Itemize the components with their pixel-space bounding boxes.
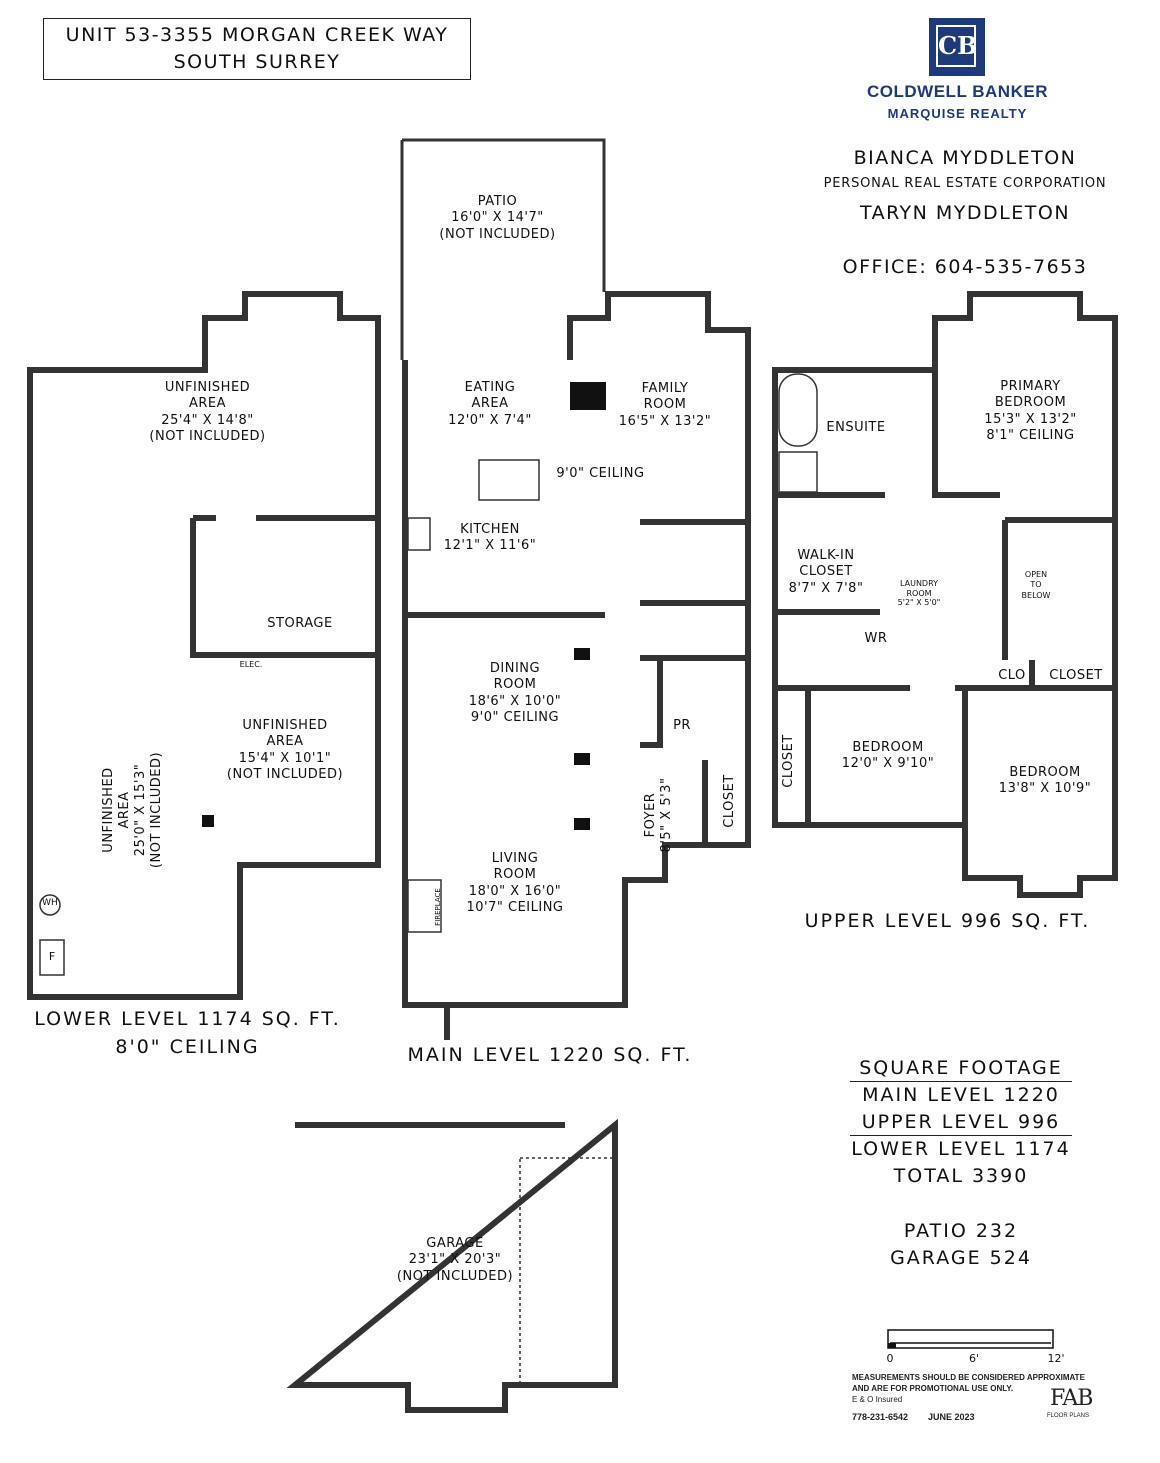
shower-icon (778, 451, 818, 493)
primary-bedroom-label: PRIMARY BEDROOM 15'3" X 13'2" 8'1" CEILI… (984, 379, 1077, 443)
elec-label: ELEC. (239, 660, 263, 669)
sqft-upper: UPPER LEVEL 996 (861, 1111, 1061, 1133)
scale-bar-start-mark (888, 1343, 896, 1348)
bedroom-2-label: BEDROOM 13'8" X 10'9" (998, 765, 1092, 797)
sqft-lower: LOWER LEVEL 1174 (851, 1138, 1071, 1160)
sqft-main: MAIN LEVEL 1220 (862, 1084, 1060, 1106)
logo-letters: CB (936, 25, 977, 67)
stove-icon (407, 517, 431, 551)
upper-dividers (775, 318, 1115, 825)
water-heater (39, 894, 61, 916)
brand-subname: MARQUISE REALTY (887, 106, 1028, 121)
upper-level-title: UPPER LEVEL 996 SQ. FT. (804, 910, 1091, 932)
foyer-closet-label: CLOSET (722, 774, 737, 828)
column-1 (574, 648, 590, 660)
furnace-box (39, 939, 65, 976)
lower-level-walls (27, 291, 381, 1000)
patio-outline (400, 138, 606, 360)
walk-in-closet-label: WALK-IN CLOSET 8'7" X 7'8" (788, 548, 864, 596)
brand-name: COLDWELL BANKER (867, 82, 1048, 101)
lower-unfinished-mid-label: UNFINISHED AREA 15'4" X 10'1" (NOT INCLU… (226, 718, 344, 782)
sqft-divider-1 (850, 1081, 1072, 1082)
closet-label: CLOSET (1049, 668, 1103, 683)
column-2 (574, 753, 590, 765)
agent-1-name: BIANCA MYDDLETON (853, 147, 1077, 169)
bedroom-1-label: BEDROOM 12'0" X 9'10" (841, 740, 935, 772)
sqft-patio: PATIO 232 (903, 1220, 1019, 1242)
footer-date: JUNE 2023 (928, 1412, 975, 1422)
chimney-block (570, 382, 606, 410)
patio-label: PATIO 16'0" X 14'7" (NOT INCLUDED) (439, 194, 556, 242)
coldwell-banker-logo: CB (929, 18, 985, 76)
laundry-room-label: LAUNDRY ROOM 5'2" X 5'0" (897, 579, 941, 608)
sqft-total: TOTAL 3390 (893, 1165, 1029, 1187)
family-room-label: FAMILY ROOM 16'5" X 13'2" (618, 381, 712, 429)
upper-level-walls (772, 291, 1118, 898)
washroom-label: WR (864, 631, 888, 646)
sqft-heading: SQUARE FOOTAGE (859, 1057, 1063, 1079)
kitchen-island (478, 459, 540, 501)
garage-walls (286, 1118, 618, 1413)
main-level-title: MAIN LEVEL 1220 SQ. FT. (407, 1044, 693, 1066)
powder-room-label: PR (673, 718, 691, 733)
kitchen-label: KITCHEN 12'1" X 11'6" (443, 522, 537, 554)
footer-disclaimer: MEASUREMENTS SHOULD BE CONSIDERED APPROX… (852, 1373, 1085, 1404)
agent-1-title: PERSONAL REAL ESTATE CORPORATION (823, 176, 1107, 191)
living-room-label: LIVING ROOM 18'0" X 16'0" 10'7" CEILING (466, 851, 564, 915)
column-lower (202, 815, 214, 827)
lower-unfinished-top-label: UNFINISHED AREA 25'4" X 14'8" (NOT INCLU… (149, 380, 266, 444)
lower-unfinished-side-label: UNFINISHED AREA 25'0" X 15'3" (NOT INCLU… (100, 751, 165, 869)
sqft-garage: GARAGE 524 (890, 1247, 1032, 1269)
scale-bar (887, 1329, 1054, 1349)
main-ceiling-note: 9'0" CEILING (556, 466, 645, 481)
main-divider (405, 519, 748, 845)
lower-level-ceiling: 8'0" CEILING (115, 1036, 260, 1058)
footer-phone: 778-231-6542 (852, 1412, 909, 1422)
fireplace-box (407, 879, 442, 933)
agent-2-name: TARYN MYDDLETON (859, 202, 1071, 224)
scale-label-6: 6' (968, 1352, 980, 1365)
bathtub-icon (778, 373, 818, 447)
address-line-1: UNIT 53-3355 MORGAN CREEK WAY (65, 24, 449, 46)
garage-label: GARAGE 23'1" X 20'3" (NOT INCLUDED) (396, 1236, 514, 1284)
ensuite-label: ENSUITE (826, 420, 886, 435)
fireplace-label: FIREPLACE (434, 888, 442, 926)
scale-label-12: 12' (1047, 1352, 1065, 1365)
address-box: UNIT 53-3355 MORGAN CREEK WAY SOUTH SURR… (43, 18, 471, 80)
office-phone: OFFICE: 604-535-7653 (842, 256, 1088, 278)
eating-area-label: EATING AREA 12'0" X 7'4" (448, 380, 532, 428)
column-3 (574, 818, 590, 830)
fab-logo: FAB (1050, 1386, 1093, 1411)
bedroom-closet-label: CLOSET (781, 734, 796, 788)
water-heater-label: WH (42, 898, 58, 908)
storage-label: STORAGE (267, 616, 333, 631)
dining-room-label: DINING ROOM 18'6" X 10'0" 9'0" CEILING (468, 661, 562, 725)
foyer-label: FOYER 8'5" X 5'3" (643, 777, 675, 853)
fab-logo-sub: FLOOR PLANS (1047, 1413, 1090, 1419)
lower-level-title: LOWER LEVEL 1174 SQ. FT. (34, 1008, 341, 1030)
small-closet-label: CLO (998, 668, 1026, 683)
main-level-walls (402, 291, 751, 1040)
scale-label-0: 0 (886, 1352, 894, 1365)
open-to-below-label: OPEN TO BELOW (1021, 570, 1051, 600)
lower-stair-block (190, 515, 378, 658)
sqft-divider-2 (850, 1135, 1072, 1136)
address-line-2: SOUTH SURREY (173, 51, 341, 73)
furnace-label: F (48, 950, 56, 963)
